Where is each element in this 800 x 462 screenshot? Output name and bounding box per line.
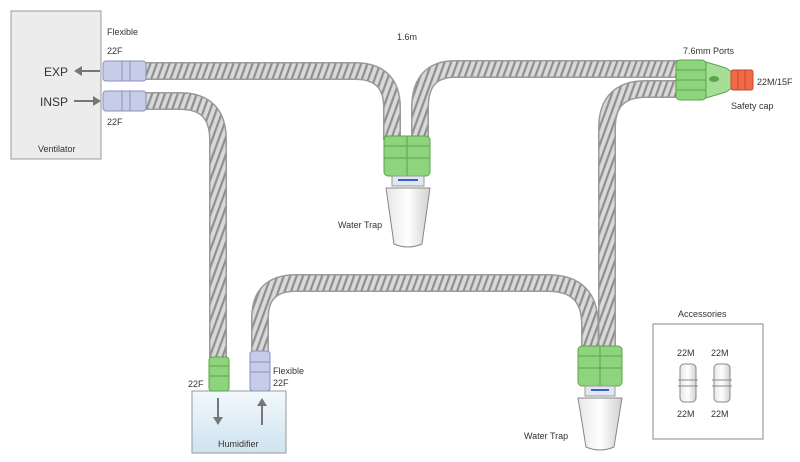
flexible-top-label: Flexible	[107, 27, 138, 37]
tube-length-label: 1.6m	[397, 32, 417, 42]
water-trap-top	[383, 135, 431, 248]
ventilator-label: Ventilator	[38, 144, 76, 154]
exp-label: EXP	[44, 65, 68, 79]
water-trap-bottom-label: Water Trap	[524, 431, 568, 441]
accessory-1-top-label: 22M	[677, 348, 695, 358]
insp-port-connector	[102, 90, 147, 112]
insp-arrow-icon	[74, 96, 101, 106]
humidifier-in-connector	[208, 356, 230, 392]
water-trap-top-label: Water Trap	[338, 220, 382, 230]
exp-arrow-icon	[74, 66, 100, 76]
y-piece-connector	[675, 59, 733, 101]
accessory-1-bottom-label: 22M	[677, 409, 695, 419]
accessory-connector	[712, 363, 732, 403]
accessories-box	[652, 323, 764, 440]
accessory-2-bottom-label: 22M	[711, 409, 729, 419]
safety-cap-label: Safety cap	[731, 101, 774, 111]
insp-label: INSP	[40, 95, 68, 109]
humidifier-label: Humidifier	[218, 439, 259, 449]
inspiratory-tube-from-humidifier	[251, 274, 599, 352]
accessory-connector	[678, 363, 698, 403]
accessories-title: Accessories	[678, 309, 727, 319]
humidifier-out-arrow-icon	[257, 398, 267, 425]
exp-port-size-label: 22F	[107, 46, 123, 56]
accessory-2-top-label: 22M	[711, 348, 729, 358]
inspiratory-tube-upper	[598, 80, 682, 350]
humidifier-flexible-label: Flexible	[273, 366, 304, 376]
y-piece-size-label: 22M/15F	[757, 77, 793, 87]
expiratory-tube-upper	[411, 60, 680, 140]
inspiratory-tube-to-humidifier	[146, 92, 227, 358]
exp-port-connector	[102, 60, 147, 82]
humidifier-box	[191, 390, 287, 454]
ports-label: 7.6mm Ports	[683, 46, 735, 56]
ventilator-box	[10, 10, 102, 160]
humidifier-in-arrow-icon	[213, 398, 223, 425]
humidifier-in-size-label: 22F	[188, 379, 204, 389]
humidifier-out-connector	[249, 350, 271, 392]
safety-cap	[730, 69, 754, 91]
humidifier-out-size-label: 22F	[273, 378, 289, 388]
water-trap-bottom	[577, 345, 623, 451]
insp-port-size-label: 22F	[107, 117, 123, 127]
